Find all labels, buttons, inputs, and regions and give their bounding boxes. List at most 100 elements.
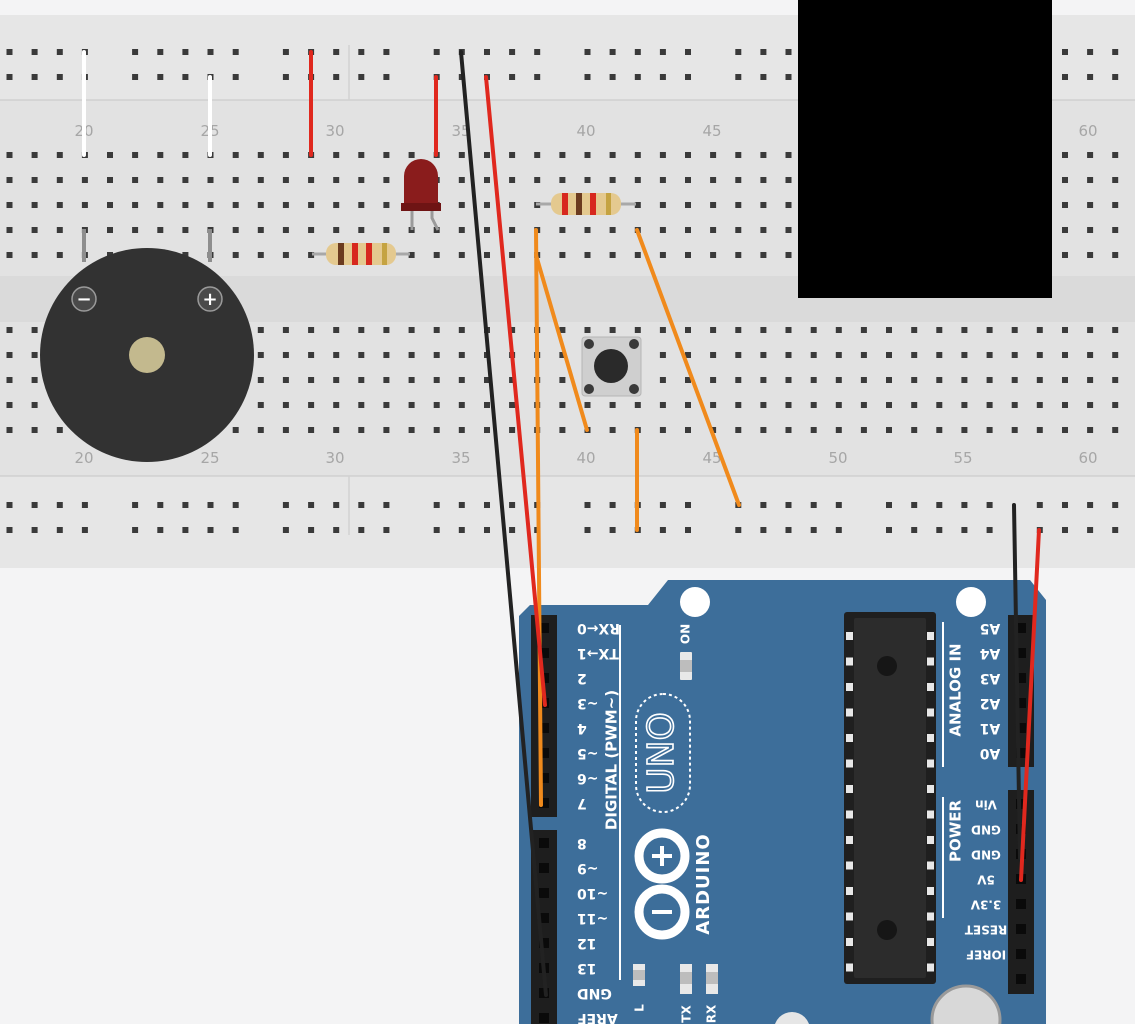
- pin-socket[interactable]: [1016, 924, 1026, 934]
- breadboard-hole: [559, 327, 566, 333]
- rail-hole: [810, 527, 817, 533]
- breadboard-hole: [458, 427, 465, 433]
- wire-orange[interactable]: [534, 228, 543, 807]
- tx-led-label: TX: [680, 1005, 694, 1023]
- pin-socket[interactable]: [539, 798, 549, 808]
- breadboard-hole: [886, 427, 892, 433]
- breadboard-hole: [232, 152, 239, 158]
- breadboard-hole: [760, 352, 767, 358]
- wire-black[interactable]: [459, 50, 548, 997]
- wires[interactable]: [82, 50, 1041, 997]
- breadboard-hole: [559, 427, 566, 433]
- resistor[interactable]: [536, 193, 636, 215]
- breadboard-hole: [911, 427, 918, 433]
- wire-black[interactable]: [1012, 503, 1022, 860]
- pin-label: GND: [577, 985, 612, 1001]
- l-led-label: L: [633, 1004, 647, 1012]
- breadboard-hole: [31, 377, 38, 383]
- pin-socket[interactable]: [1016, 623, 1026, 633]
- pin-socket[interactable]: [1016, 748, 1026, 758]
- rail-hole: [659, 74, 666, 80]
- pin-socket[interactable]: [539, 888, 549, 898]
- pin-socket[interactable]: [539, 723, 549, 733]
- resistor[interactable]: [312, 243, 410, 265]
- pushbutton[interactable]: [581, 336, 642, 397]
- breadboard-hole: [986, 377, 993, 383]
- breadboard-hole: [534, 152, 541, 158]
- pin-socket[interactable]: [1016, 648, 1026, 658]
- breadboard-hole: [1087, 227, 1094, 233]
- atmega-chip: [844, 612, 936, 984]
- rail-hole: [207, 49, 214, 55]
- breadboard-hole: [31, 427, 38, 433]
- pin-socket[interactable]: [539, 623, 549, 633]
- digital-header-upper[interactable]: [531, 615, 557, 817]
- breadboard-hole: [408, 352, 415, 358]
- pin-label: ~10: [577, 885, 608, 901]
- red-led[interactable]: [401, 159, 441, 231]
- breadboard-hole: [1036, 427, 1043, 433]
- breadboard-hole: [458, 327, 465, 333]
- breadboard-hole: [609, 152, 616, 158]
- rail-hole: [785, 527, 792, 533]
- breadboard-hole: [810, 352, 817, 358]
- pin-socket[interactable]: [1016, 949, 1026, 959]
- breadboard-hole: [886, 377, 892, 383]
- pin-socket[interactable]: [539, 913, 549, 923]
- pin-socket[interactable]: [1016, 673, 1026, 683]
- rail-hole: [1062, 527, 1068, 533]
- breadboard-hole: [358, 327, 365, 333]
- breadboard-hole: [56, 202, 63, 208]
- breadboard-hole: [31, 227, 38, 233]
- pin-socket[interactable]: [1016, 974, 1026, 984]
- breadboard-hole: [509, 377, 516, 383]
- pin-socket[interactable]: [539, 838, 549, 848]
- breadboard-hole: [458, 202, 465, 208]
- pin-label: 8: [577, 835, 587, 851]
- breadboard-hole: [685, 227, 691, 233]
- piezo-buzzer[interactable]: − +: [40, 229, 254, 462]
- breadboard-hole: [584, 402, 591, 408]
- plus-icon: [197, 286, 223, 312]
- pin-socket[interactable]: [1016, 899, 1026, 909]
- rail-hole: [31, 49, 38, 55]
- wire-orange[interactable]: [635, 228, 741, 507]
- breadboard-hole: [659, 427, 666, 433]
- wire-orange[interactable]: [534, 253, 589, 432]
- rail-hole: [157, 527, 164, 533]
- rail-hole: [333, 49, 340, 55]
- black-overlay-region: [798, 0, 1052, 298]
- arduino-uno-board[interactable]: RX←0 TX→1 2 ~3 4 ~5 ~6 7 8 ~9 ~10 ~11 12…: [519, 580, 1046, 1024]
- pin-socket[interactable]: [539, 748, 549, 758]
- pin-socket[interactable]: [1016, 698, 1026, 708]
- pin-socket[interactable]: [539, 648, 549, 658]
- rail-hole: [886, 527, 892, 533]
- rail-hole: [6, 527, 13, 533]
- breadboard-hole: [56, 177, 63, 183]
- pushbutton-cap[interactable]: [594, 349, 628, 383]
- breadboard-hole: [1062, 352, 1068, 358]
- pin-socket[interactable]: [539, 938, 549, 948]
- breadboard-hole: [6, 427, 13, 433]
- breadboard-hole: [458, 377, 465, 383]
- breadboard-hole: [157, 152, 164, 158]
- pin-socket[interactable]: [539, 863, 549, 873]
- rail-hole: [232, 74, 239, 80]
- breadboard-hole: [961, 377, 968, 383]
- breadboard-hole: [509, 152, 516, 158]
- pin-socket[interactable]: [539, 773, 549, 783]
- breadboard-hole: [1112, 227, 1119, 233]
- rail-hole: [6, 49, 13, 55]
- breadboard-hole: [609, 427, 616, 433]
- wire-red[interactable]: [1019, 528, 1041, 882]
- breadboard-hole: [509, 327, 516, 333]
- pin-socket[interactable]: [1016, 723, 1026, 733]
- breadboard-hole: [6, 352, 13, 358]
- rail-hole: [986, 502, 993, 508]
- breadboard-hole: [6, 327, 13, 333]
- wire-red[interactable]: [484, 75, 547, 707]
- rail-hole: [56, 49, 63, 55]
- breadboard-hole: [308, 252, 315, 258]
- pin-socket[interactable]: [539, 1013, 549, 1023]
